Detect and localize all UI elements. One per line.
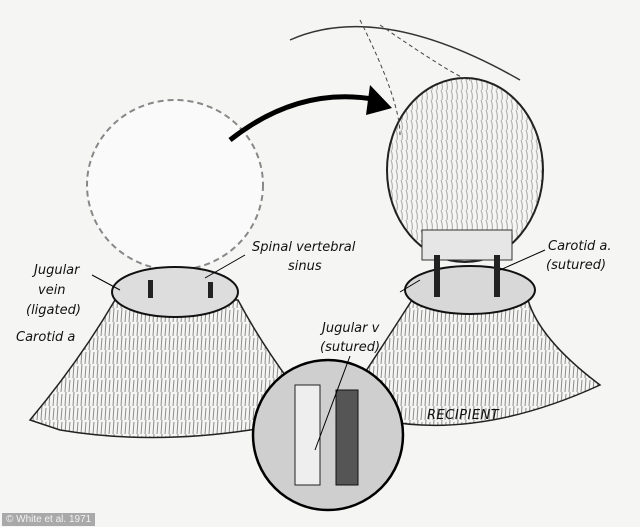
donor-head [86, 99, 264, 271]
donor-neck-stump [111, 266, 239, 318]
label-recipient: RECIPIENT [427, 408, 500, 423]
recipient-neck-stump [404, 265, 536, 315]
label-carotid-sutured: (sutured) [546, 258, 607, 273]
label-jugular-v: Jugular v [322, 321, 380, 336]
transfer-arrow [228, 94, 379, 142]
label-sinus: sinus [288, 259, 322, 274]
label-jugular: Jugular [34, 263, 80, 278]
arrow-head-icon [366, 85, 392, 115]
label-ligated: (ligated) [26, 303, 81, 318]
label-spinal-vertebral: Spinal vertebral [252, 240, 356, 255]
label-vein: vein [38, 283, 66, 298]
label-carotid-right: Carotid a. [548, 239, 612, 254]
donor-body [28, 299, 322, 439]
detail-inset [251, 358, 405, 512]
label-jugular-sutured: (sutured) [320, 340, 381, 355]
label-carotid-left: Carotid a [16, 330, 76, 345]
image-credit: © White et al. 1971 [2, 513, 96, 526]
recipient-body [359, 299, 602, 427]
recipient-head [386, 77, 544, 263]
